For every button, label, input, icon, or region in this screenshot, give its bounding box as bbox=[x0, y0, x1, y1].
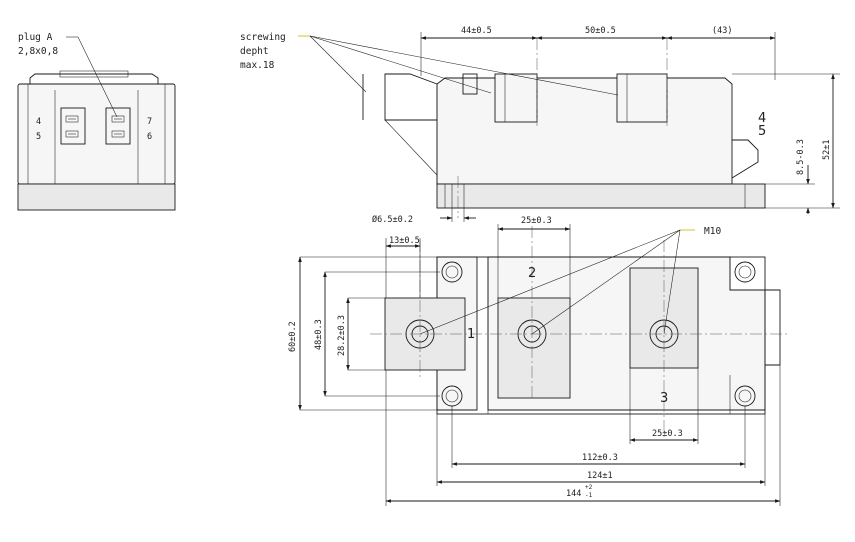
dim-6-5: Ø6.5±0.2 bbox=[372, 214, 413, 225]
dim-8-5: 8.5-0.3 bbox=[796, 139, 806, 175]
dim-144-tol-lower: -1 bbox=[585, 492, 593, 499]
front-view: 4 5 screwing depht max.18 44±0.5 50±0.5 … bbox=[240, 26, 840, 225]
mounting-hole-tl bbox=[441, 261, 463, 283]
dim-25-bottom: 25±0.3 bbox=[652, 429, 683, 439]
pin-label-7: 7 bbox=[147, 117, 152, 127]
terminal-label-3: 3 bbox=[660, 391, 668, 406]
pin-label-6: 6 bbox=[147, 132, 152, 142]
dim-144: 144 bbox=[566, 489, 581, 499]
mounting-hole-tr bbox=[734, 261, 756, 283]
plug-size: 2,8x0,8 bbox=[18, 46, 58, 57]
pin-label-5: 5 bbox=[36, 132, 41, 142]
dim-124: 124±1 bbox=[587, 471, 613, 481]
dim-25-top: 25±0.3 bbox=[521, 216, 552, 226]
top-view: 1 2 3 M10 13±0.5 25±0.3 60±0.2 48±0.3 28… bbox=[288, 216, 790, 506]
plug-connector-left bbox=[60, 107, 86, 145]
dim-50: 50±0.5 bbox=[585, 26, 616, 36]
plug-label: plug A bbox=[18, 32, 53, 43]
screw-label-3: max.18 bbox=[240, 60, 275, 71]
dim-144-tol-upper: +2 bbox=[585, 484, 593, 491]
dim-13: 13±0.5 bbox=[389, 236, 420, 246]
dim-52: 52±1 bbox=[822, 140, 832, 160]
terminal-label-2: 2 bbox=[528, 266, 536, 281]
side-view: plug A 2,8x0,8 4 5 7 6 bbox=[17, 32, 176, 211]
dim-48: 48±0.3 bbox=[314, 319, 324, 350]
dim-112: 112±0.3 bbox=[582, 453, 618, 463]
terminal-label-5: 5 bbox=[758, 124, 766, 139]
screw-label-1: screwing bbox=[240, 32, 286, 43]
label-m10: M10 bbox=[704, 226, 721, 237]
screw-label-2: depht bbox=[240, 46, 269, 57]
dim-60: 60±0.2 bbox=[288, 321, 298, 352]
dim-44: 44±0.5 bbox=[461, 26, 492, 36]
pin-label-4: 4 bbox=[36, 117, 41, 127]
dim-43: (43) bbox=[712, 26, 732, 36]
terminal-label-4: 4 bbox=[758, 111, 766, 126]
dim-28-2: 28.2±0.3 bbox=[337, 315, 347, 356]
plug-connector-right bbox=[105, 107, 131, 145]
terminal-label-1: 1 bbox=[467, 327, 475, 342]
